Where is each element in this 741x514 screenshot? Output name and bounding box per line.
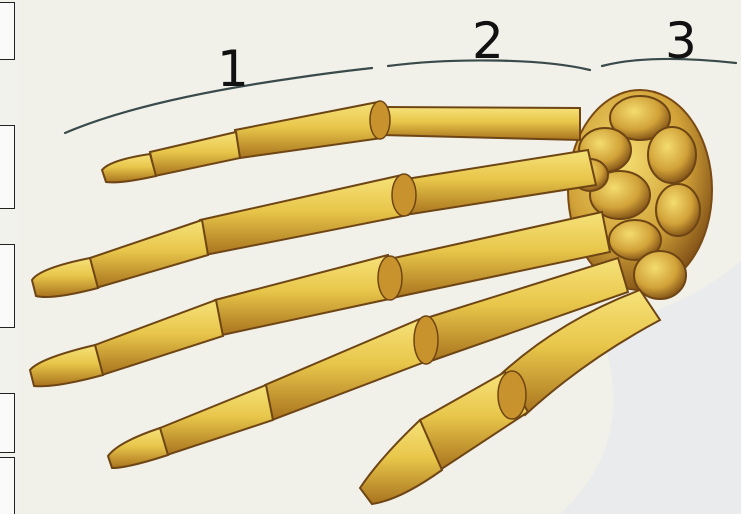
sidebar-box — [0, 2, 15, 60]
sidebar-box — [0, 244, 15, 328]
sidebar-box — [0, 393, 15, 453]
label-fingers: 1 — [217, 44, 249, 94]
sidebar-box — [0, 125, 15, 209]
label-wrist: 3 — [665, 16, 697, 66]
hand-skeleton-illustration — [18, 0, 741, 514]
label-metacarpals: 2 — [472, 16, 504, 66]
sidebar-box — [0, 457, 15, 514]
